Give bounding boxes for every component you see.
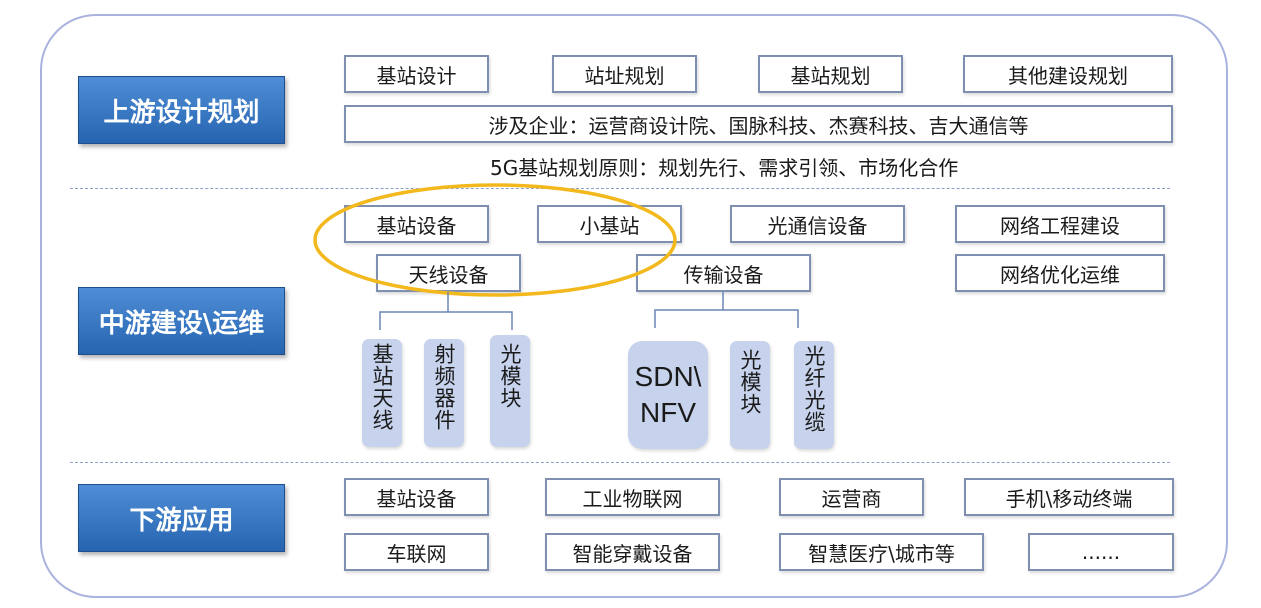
downstream-item-industrial-iot: 工业物联网 (545, 478, 720, 516)
transmission-bracket (654, 292, 799, 328)
midstream-item-base-station-equipment: 基站设备 (344, 205, 489, 243)
highlight-ellipse (313, 183, 677, 297)
section-divider-upper (70, 188, 1170, 189)
part-optical-fiber-cable-label: 光纤光缆 (802, 345, 826, 433)
downstream-item-smart-healthcare-city: 智慧医疗\城市等 (779, 533, 984, 571)
downstream-item-more: ...... (1028, 533, 1174, 571)
downstream-item-operators: 运营商 (779, 478, 924, 516)
stage-downstream-label: 下游应用 (78, 484, 285, 552)
part-base-station-antenna: 基站天线 (362, 339, 402, 447)
midstream-item-network-construction: 网络工程建设 (955, 205, 1165, 243)
part-sdn-label: SDN\ (634, 361, 702, 392)
part-optical-module-transmission-label: 光模块 (738, 349, 762, 415)
part-rf-device: 射频器件 (424, 339, 464, 447)
midstream-item-network-optimization: 网络优化运维 (955, 254, 1165, 292)
midstream-item-transmission-equipment: 传输设备 (636, 254, 811, 292)
midstream-item-optical-equipment: 光通信设备 (730, 205, 905, 243)
section-divider-lower (70, 462, 1170, 463)
upstream-item-base-station-planning: 基站规划 (758, 55, 903, 93)
upstream-item-base-station-design: 基站设计 (344, 55, 489, 93)
part-optical-module-transmission: 光模块 (730, 341, 770, 449)
stage-upstream-label: 上游设计规划 (78, 76, 285, 144)
part-optical-module-antenna-label: 光模块 (498, 343, 522, 409)
downstream-item-base-station-equipment: 基站设备 (344, 478, 489, 516)
antenna-bracket (379, 292, 513, 330)
midstream-item-small-cell: 小基站 (537, 205, 682, 243)
part-optical-fiber-cable: 光纤光缆 (794, 341, 834, 449)
part-nfv-label: NFV (640, 397, 696, 428)
upstream-item-site-planning: 站址规划 (552, 55, 697, 93)
part-optical-module-antenna: 光模块 (490, 335, 530, 447)
part-base-station-antenna-label: 基站天线 (370, 343, 394, 431)
downstream-item-wearables: 智能穿戴设备 (545, 533, 720, 571)
part-rf-device-label: 射频器件 (432, 343, 456, 431)
upstream-item-other-planning: 其他建设规划 (963, 55, 1173, 93)
part-sdn-nfv: SDN\ NFV (628, 341, 708, 449)
downstream-item-mobile-terminals: 手机\移动终端 (964, 478, 1174, 516)
upstream-companies: 涉及企业：运营商设计院、国脉科技、杰赛科技、吉大通信等 (344, 105, 1173, 143)
downstream-item-vehicle-network: 车联网 (344, 533, 489, 571)
stage-midstream-label: 中游建设\运维 (78, 287, 285, 355)
upstream-principle: 5G基站规划原则：规划先行、需求引领、市场化合作 (490, 156, 959, 180)
